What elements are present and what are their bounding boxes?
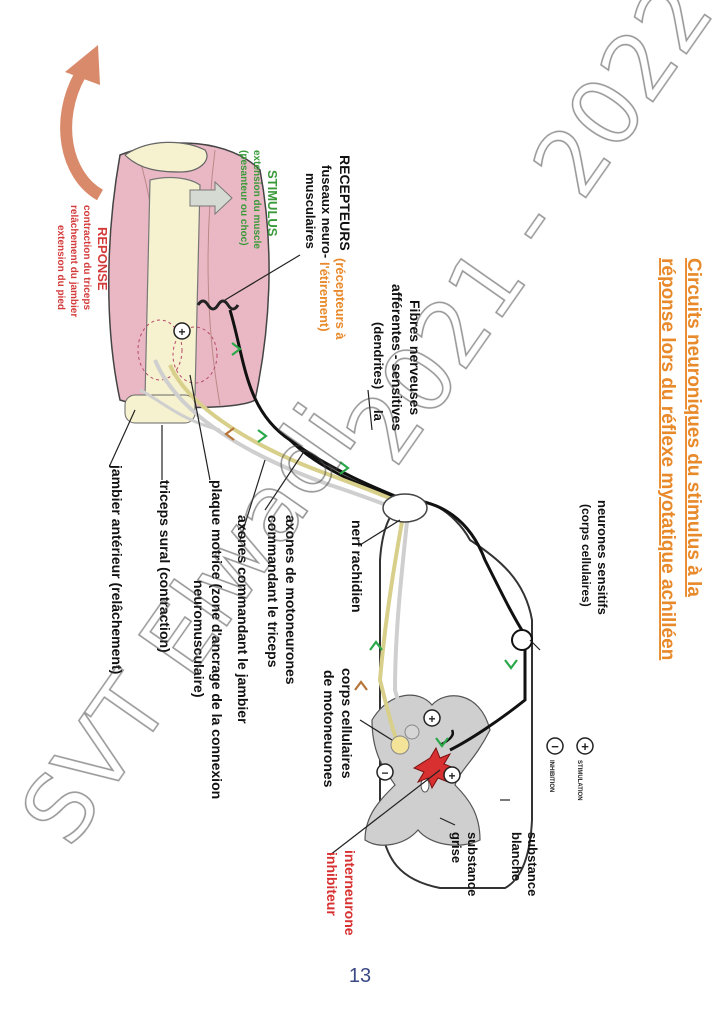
- label-reponse-2: relâchement du jambier: [68, 205, 79, 317]
- label-substance-blanche-1: substance: [525, 832, 540, 896]
- label-reponse-title: REPONSE: [95, 227, 110, 291]
- label-corps-motoneurones-2: de motoneurones: [321, 670, 337, 788]
- svg-text:+: +: [178, 325, 185, 339]
- label-fibres-ia: Ia: [371, 410, 386, 422]
- label-interneurone-2: inhibiteur: [324, 852, 340, 916]
- motoneuron-body-2: [404, 724, 420, 740]
- arrow-green-1: [231, 342, 242, 356]
- label-recepteurs-title: RECEPTEURS: [337, 155, 353, 251]
- arrow-green-5: [369, 640, 383, 651]
- response-arrow-head: [65, 45, 100, 85]
- plus-icon-muscle: [173, 322, 191, 340]
- label-reponse-1: contraction du triceps: [81, 205, 92, 310]
- label-triceps-sural: triceps sural (contraction): [157, 480, 173, 653]
- label-stimulus-1: extension du muscle: [251, 150, 262, 249]
- watermark-author: SVT Elwadi: [0, 387, 378, 863]
- label-substance-blanche-2: blanche: [509, 832, 524, 881]
- arrow-green-6: [435, 737, 449, 748]
- svg-text:−: −: [381, 766, 388, 780]
- label-recepteurs-orange-2: l'étirement): [317, 262, 332, 332]
- label-recepteurs-fuseaux-1: fuseaux neuro-: [319, 165, 334, 258]
- label-neurones-sensitifs: neurones sensitifs: [595, 500, 610, 615]
- svg-text:+: +: [448, 769, 455, 783]
- label-axones-jambier: axones commandant le jambier: [235, 515, 251, 724]
- legend-minus-label: INHIBITION: [548, 760, 554, 792]
- spinal-cord: [364, 499, 533, 889]
- sensory-neuron-body: [511, 629, 533, 651]
- label-axones-triceps-1: axones de motoneurones: [283, 515, 299, 685]
- direction-arrows: [224, 342, 518, 748]
- leader-lines: [109, 254, 541, 856]
- labels: neurones sensitifs (corps cellulaires) s…: [55, 150, 610, 936]
- spindle-icon: [196, 299, 240, 311]
- title-line1: Circuits neuroniques du stimulus à la: [683, 258, 704, 597]
- motoneuron-body-1: [390, 735, 410, 755]
- legend: + − STIMULATION INHIBITION: [546, 737, 594, 801]
- minus-icon: [546, 737, 564, 755]
- legend-minus-symbol: −: [551, 739, 559, 754]
- foot-joint: [124, 394, 196, 424]
- leg: +: [108, 141, 270, 424]
- minus-icon-spinal: [376, 763, 394, 781]
- response-arrow-icon: [60, 72, 104, 201]
- diagram-title: Circuits neuroniques du stimulus à la ré…: [657, 258, 704, 660]
- label-fibres-1: Fibres nerveuses: [407, 300, 423, 415]
- motor-plate-zone-1: [137, 319, 183, 381]
- plus-icon: [576, 737, 594, 755]
- plus-icon-spinal-2: [443, 766, 461, 784]
- arrow-brown-2: [354, 680, 368, 691]
- sensory-fiber: [228, 309, 527, 752]
- label-corps-motoneurones-1: corps cellulaires: [339, 668, 355, 779]
- label-recepteurs-fuseaux-2: musculaires: [303, 173, 318, 249]
- label-corps-cellulaires: (corps cellulaires): [579, 504, 593, 607]
- plus-icon-spinal-1: [423, 709, 441, 727]
- label-interneurone-1: interneurone: [342, 850, 358, 936]
- label-recepteurs-orange-1: (récepteurs à: [333, 258, 348, 340]
- arrow-brown-1: [224, 427, 235, 441]
- label-axones-triceps-2: commandant le triceps: [265, 515, 281, 668]
- label-substance-grise-1: substance: [465, 832, 480, 896]
- label-plaque-1: plaque motrice (zone d'ancrage de la con…: [209, 480, 225, 799]
- knee: [124, 141, 208, 173]
- arrow-green-4: [504, 659, 518, 670]
- spinal-nerve-junction: [382, 493, 428, 523]
- title-line2: réponse lors du réflexe myotatique achil…: [657, 258, 678, 660]
- label-fibres-3: (dendrites): [371, 322, 386, 389]
- watermark: 2021 - 2022 SVT Elwadi: [0, 0, 720, 863]
- legend-plus-label: STIMULATION: [576, 760, 582, 801]
- stimulus-arrow-icon: [189, 180, 233, 216]
- motor-plate-zone-2: [172, 326, 218, 384]
- arrow-green-3: [339, 461, 350, 475]
- arrow-green-2: [257, 429, 268, 443]
- label-plaque-2: neuromusculaire): [191, 580, 207, 697]
- label-nerf-rachidien: nerf rachidien: [349, 520, 365, 613]
- label-stimulus-2: (pesanteur ou choc): [238, 150, 249, 246]
- label-jambier-anterieur: jambier antérieur (relâchement): [109, 464, 125, 674]
- svg-text:+: +: [428, 712, 435, 726]
- label-substance-grise-2: grise: [449, 832, 464, 863]
- legend-plus-symbol: +: [581, 739, 589, 754]
- label-fibres-2: afférentes - sensitives: [389, 284, 405, 431]
- label-stimulus-title: STIMULUS: [265, 170, 280, 237]
- neurons: + − +: [376, 709, 461, 790]
- label-reponse-3: extension du pied: [55, 225, 66, 310]
- page-number: 13: [348, 965, 372, 987]
